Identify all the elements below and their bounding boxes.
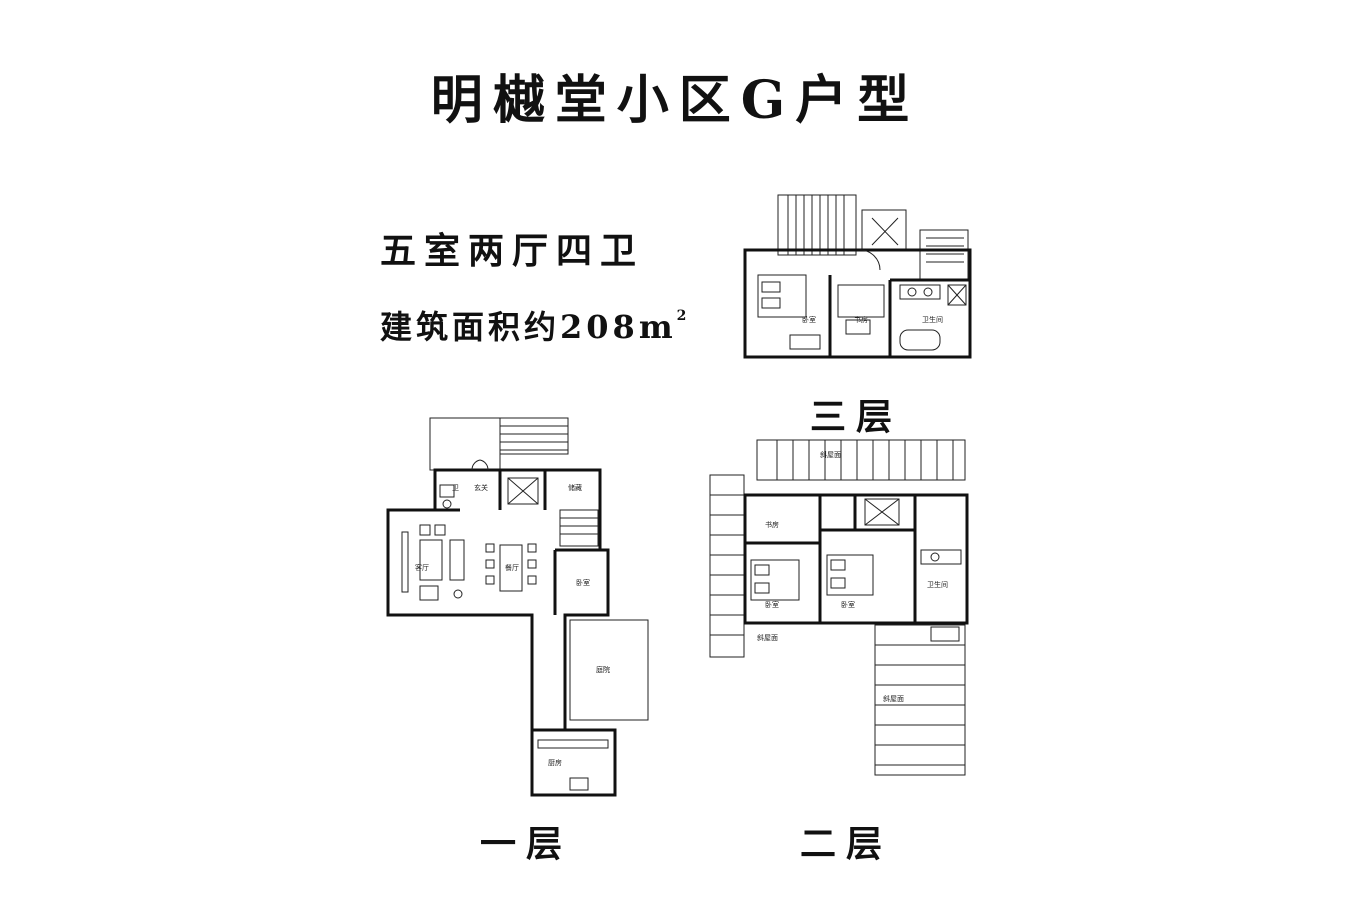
f1-label-yard: 庭院	[596, 665, 610, 674]
f1-outer-wall	[386, 468, 617, 797]
f2-roof-bottom	[874, 624, 966, 776]
f2-roof-top	[756, 439, 966, 481]
f2-label-roof-3: 斜屋面	[883, 694, 904, 703]
f3-label-study: 书房	[854, 315, 868, 324]
f2-roof-bottom-hatch	[875, 644, 965, 766]
f2-label-bedroom-1: 卧室	[765, 600, 779, 609]
f1-steps	[499, 417, 569, 455]
f3-bed	[757, 274, 807, 318]
f1-label-entry: 玄关	[474, 483, 488, 492]
f1-coffee-table	[419, 539, 443, 581]
floor-plan-1: 客厅 餐厅 卧室 厨房 卫 玄关 储藏 庭院	[386, 417, 649, 797]
f3-terrace-hatch	[787, 195, 845, 255]
f2-label-study: 书房	[765, 520, 779, 529]
f2-label-bath: 卫生间	[927, 580, 948, 589]
f1-sofa	[449, 539, 465, 581]
f1-label-dining: 餐厅	[505, 563, 519, 572]
f1-stair	[559, 509, 599, 547]
layout-description: 五室两厅四卫	[380, 230, 645, 272]
f2-roof-top-hatch	[776, 440, 954, 480]
f2-bed-2	[826, 554, 874, 596]
area-unit: m	[638, 308, 677, 346]
f3-label-bedroom: 卧室	[802, 315, 816, 324]
f3-label-bath: 卫生间	[922, 315, 943, 324]
f2-roof-left	[709, 474, 745, 658]
f1-label-storage: 储藏	[568, 483, 582, 492]
f3-desk	[837, 284, 885, 318]
area-text: 建筑面积约208	[380, 308, 639, 346]
f2-label-roof-2: 斜屋面	[757, 633, 778, 642]
f1-yard	[569, 619, 649, 721]
area-unit-superscript: 2	[676, 308, 691, 324]
page-title: 明樾堂小区G户型	[430, 70, 920, 131]
f1-dining-table	[499, 544, 523, 592]
floor-label-3: 三层	[810, 396, 903, 438]
f2-bed-1	[750, 559, 800, 601]
f2-label-bedroom-2: 卧室	[841, 600, 855, 609]
f1-label-living: 客厅	[415, 563, 429, 572]
f3-terrace	[777, 194, 857, 256]
f2-roof-left-hatch	[710, 494, 744, 636]
floor-plan-2: 卧室 卧室 书房 卫生间 斜屋面 斜屋面 斜屋面	[709, 439, 969, 776]
floor-label-1: 一层	[480, 823, 573, 865]
f1-label-bath: 卫	[452, 484, 459, 492]
f1-patio	[429, 417, 501, 471]
f2-label-roof-1: 斜屋面	[820, 450, 841, 459]
floor-plan-3: 卧室 书房 卫生间	[743, 194, 972, 359]
area-description: 建筑面积约208m2	[380, 302, 690, 348]
f1-shaft	[507, 477, 539, 505]
f3-outer-wall	[743, 248, 972, 359]
f3-bathtub	[899, 329, 941, 351]
f1-label-kitchen: 厨房	[548, 758, 562, 767]
f1-label-bedroom: 卧室	[576, 578, 590, 587]
floor-label-2: 二层	[800, 823, 893, 865]
f2-shaft	[864, 498, 900, 526]
